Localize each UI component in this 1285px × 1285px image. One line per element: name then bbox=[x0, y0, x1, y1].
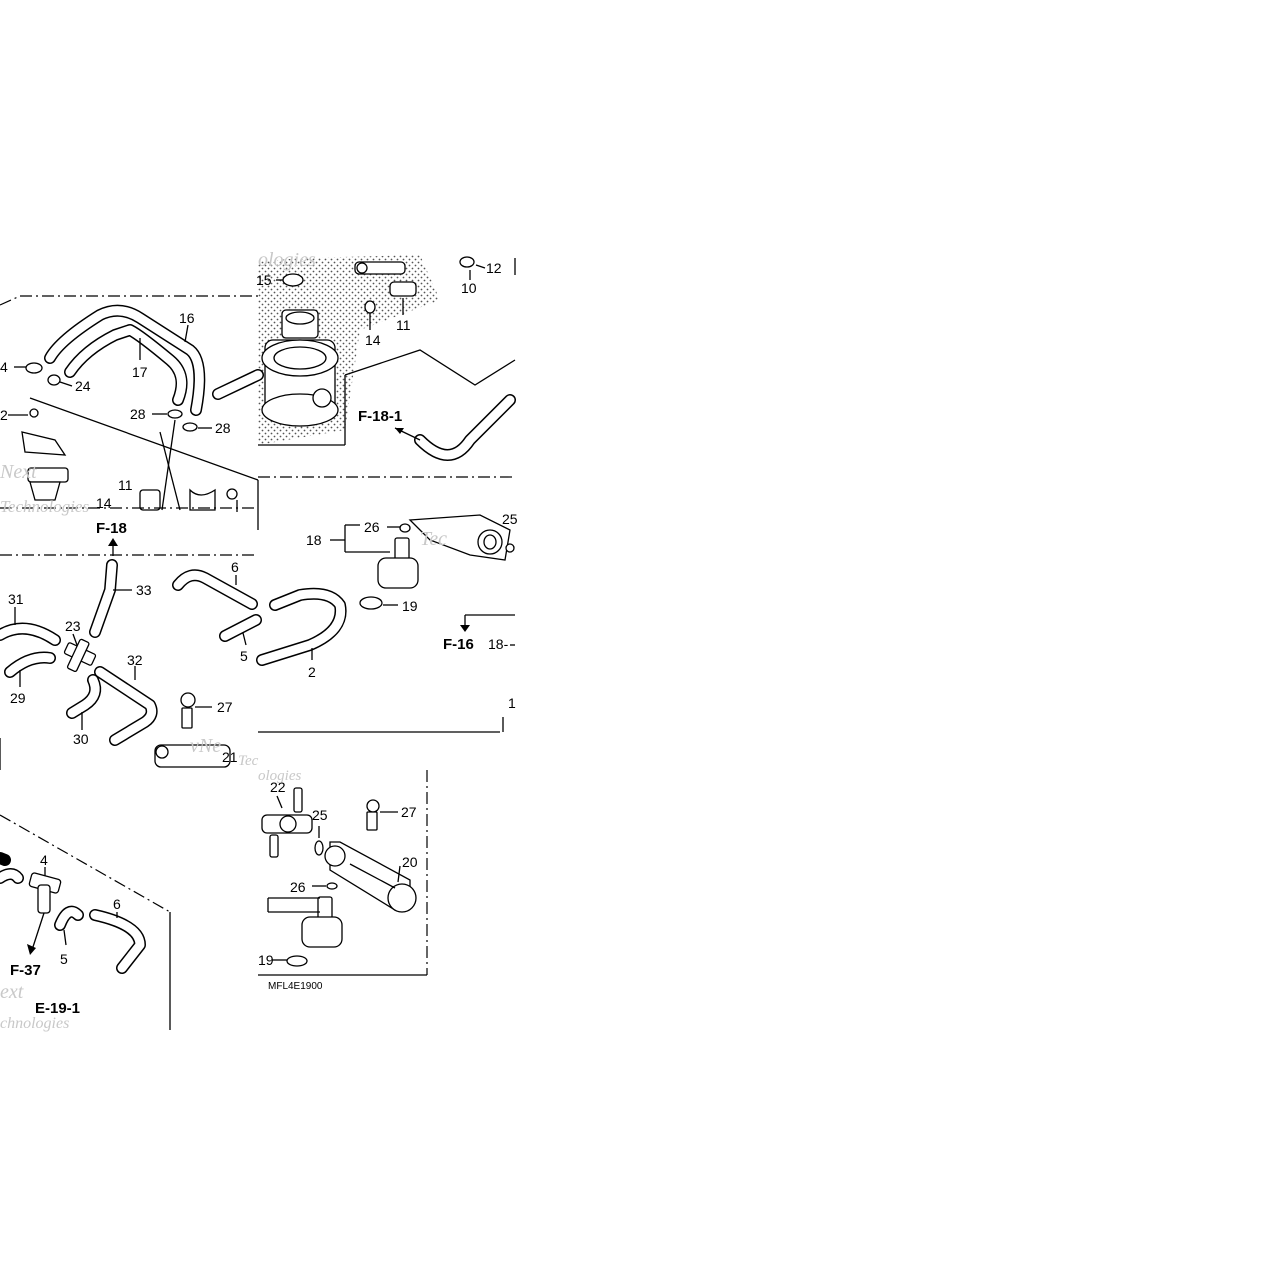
ref-f-37[interactable]: F-37 bbox=[10, 962, 41, 979]
watermark-text: vNe bbox=[190, 735, 221, 757]
callout-1: 1 bbox=[508, 695, 516, 711]
callout-24: 24 bbox=[75, 378, 91, 394]
watermark-text: ext bbox=[0, 981, 24, 1003]
callout-4: 4 bbox=[0, 359, 8, 375]
callout-28: 28 bbox=[130, 406, 146, 422]
callout-21: 21 bbox=[222, 749, 238, 765]
callout-5: 5 bbox=[240, 648, 248, 664]
callout-19: 19 bbox=[258, 952, 274, 968]
callout-26: 26 bbox=[290, 879, 306, 895]
callout-22: 22 bbox=[270, 779, 286, 795]
callout-17: 17 bbox=[132, 364, 148, 380]
watermark-text: ologies bbox=[258, 768, 301, 784]
callout-32: 32 bbox=[127, 652, 143, 668]
watermark-text: ologies bbox=[258, 249, 316, 271]
callout-30: 30 bbox=[73, 731, 89, 747]
callout-23: 23 bbox=[65, 618, 81, 634]
callout-16: 16 bbox=[179, 310, 195, 326]
watermark-text: chnologies bbox=[0, 1015, 69, 1032]
panel-hoses-upper: 16 17 4 24 28 28 2 11 14 Next Technologi… bbox=[0, 295, 259, 556]
callout-18: 18 bbox=[306, 532, 322, 548]
callout-27: 27 bbox=[217, 699, 233, 715]
ref-f-16[interactable]: F-16 bbox=[443, 636, 474, 653]
callout-26: 26 bbox=[364, 519, 380, 535]
callout-14: 14 bbox=[365, 332, 381, 348]
callout-14: 14 bbox=[96, 495, 112, 511]
panel-hoses-lower: 4 6 5 F-37 E-19-1 ext chnologies bbox=[0, 814, 171, 1032]
callout-19: 19 bbox=[402, 598, 418, 614]
panel-fuel-rail: 22 25 27 20 26 19 MFL4E1900 ologies bbox=[258, 768, 428, 992]
callout-6: 6 bbox=[113, 896, 121, 912]
panel-throttle-body: 15 12 10 11 14 F-18-1 ologies bbox=[212, 249, 516, 478]
ref-e-19-1[interactable]: E-19-1 bbox=[35, 1000, 80, 1017]
ref-f-18[interactable]: F-18 bbox=[96, 520, 127, 537]
callout-20: 20 bbox=[402, 854, 418, 870]
diagram-code: MFL4E1900 bbox=[268, 981, 323, 992]
callout-15: 15 bbox=[256, 272, 272, 288]
callout-11: 11 bbox=[118, 477, 133, 493]
callout-5: 5 bbox=[60, 951, 68, 967]
watermark-text: Tec bbox=[238, 753, 259, 769]
callout-29: 29 bbox=[10, 690, 26, 706]
callout-25: 25 bbox=[502, 511, 518, 527]
callout-27: 27 bbox=[401, 804, 417, 820]
panel-hoses-middle: 31 33 6 23 32 5 2 29 30 27 21 vNe Tec bbox=[0, 554, 347, 770]
callout-2: 2 bbox=[0, 407, 8, 423]
watermark-text: Next bbox=[0, 461, 37, 483]
callout-6: 6 bbox=[231, 559, 239, 575]
callout-18: 18- bbox=[488, 636, 509, 652]
callout-12: 12 bbox=[486, 260, 502, 276]
callout-4: 4 bbox=[40, 852, 48, 868]
callout-31: 31 bbox=[8, 591, 24, 607]
callout-2: 2 bbox=[308, 664, 316, 680]
callout-33: 33 bbox=[136, 582, 152, 598]
callout-28: 28 bbox=[215, 420, 231, 436]
callout-11: 11 bbox=[396, 317, 411, 333]
ref-f-18-1[interactable]: F-18-1 bbox=[358, 408, 402, 425]
watermark-text: Tec bbox=[420, 528, 447, 550]
callout-25: 25 bbox=[312, 807, 328, 823]
watermark-text: Technologies bbox=[0, 497, 89, 516]
panel-injector: 26 18 19 25 18- 1 F-16 Tec bbox=[258, 511, 518, 733]
callout-10: 10 bbox=[461, 280, 477, 296]
